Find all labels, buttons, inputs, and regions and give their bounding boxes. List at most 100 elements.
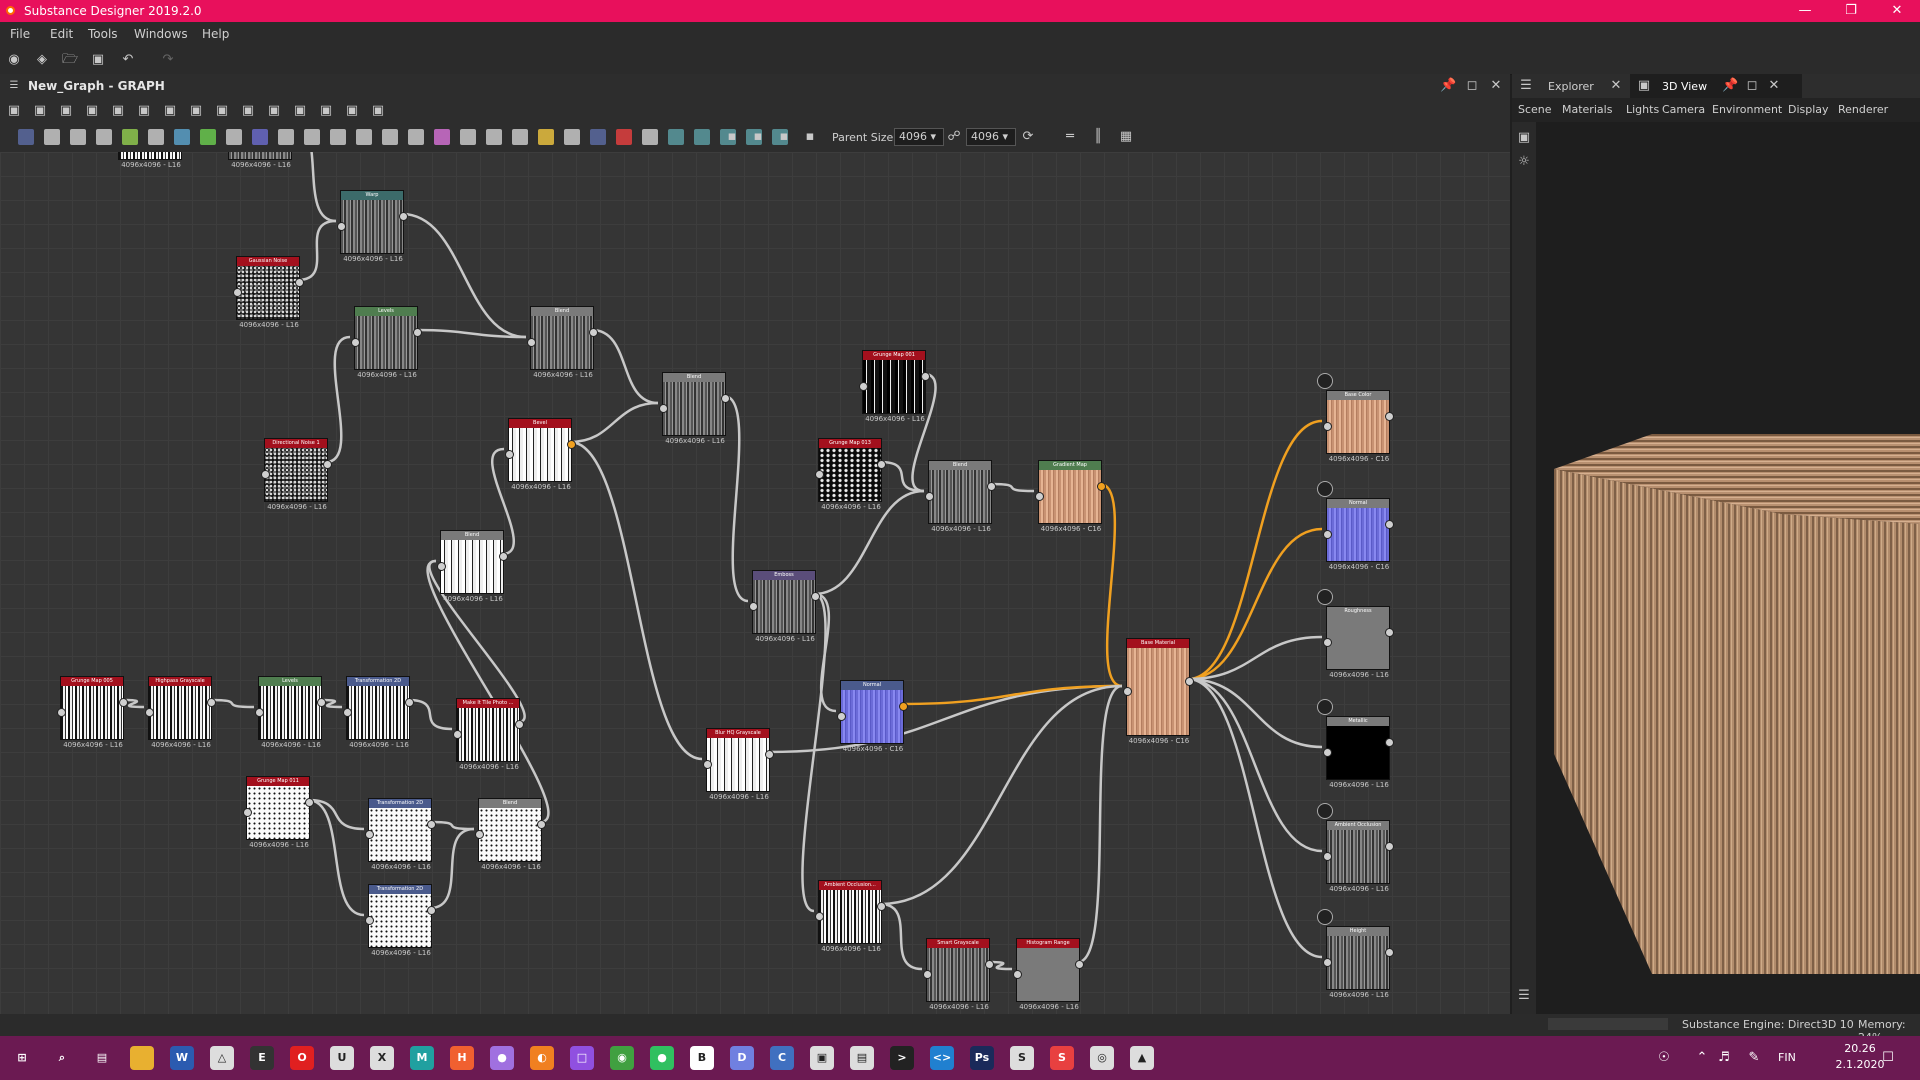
atomic-node-icon[interactable] [434,129,450,145]
atomic-node-icon[interactable] [538,129,554,145]
input-port[interactable] [243,808,252,817]
atomic-node-icon[interactable] [18,129,34,145]
restore-icon[interactable]: ❐ [1845,3,1857,18]
align-icon[interactable]: ═ [1066,129,1074,144]
atomic-node-icon[interactable] [70,129,86,145]
pin-icon[interactable]: ▪ [753,129,763,144]
atomic-node-icon[interactable] [772,129,788,145]
output-port[interactable] [515,720,524,729]
connection-wire[interactable] [879,460,925,493]
connection-wire[interactable] [209,698,255,709]
frame-all-icon[interactable]: ▣ [7,103,21,118]
float-3d-icon[interactable]: ◻ [1746,78,1758,93]
atomic-node-icon[interactable] [616,129,632,145]
connection-wire[interactable] [428,559,526,724]
output-port[interactable] [589,328,598,337]
terminal-icon[interactable]: > [890,1046,914,1070]
connection-wire[interactable] [407,698,453,731]
graph-menu-icon[interactable]: ☰ [9,80,19,91]
output-port[interactable] [413,328,422,337]
input-port[interactable] [659,404,668,413]
atomic-node-icon[interactable] [278,129,294,145]
clock-time[interactable]: 20.26 [1844,1042,1876,1055]
output-port[interactable] [765,750,774,759]
input-port[interactable] [1123,687,1132,696]
output-port[interactable] [877,902,886,911]
notifications-icon[interactable]: ☐ [1882,1050,1894,1065]
atomic-node-icon[interactable] [408,129,424,145]
snap-icon[interactable]: ▣ [267,103,281,118]
menu-environment[interactable]: Environment [1712,103,1783,116]
pivot-icon[interactable]: ▣ [215,103,229,118]
input-port[interactable] [505,450,514,459]
connection-wire[interactable] [307,798,365,917]
new-package-icon[interactable]: ◉ [8,52,20,67]
atomic-node-icon[interactable] [512,129,528,145]
output-port[interactable] [1385,520,1394,529]
output-port[interactable] [567,440,576,449]
screenshot-icon[interactable]: ▣ [59,103,73,118]
file-explorer-icon[interactable] [130,1046,154,1070]
atomic-node-icon[interactable] [304,129,320,145]
input-port[interactable] [1323,530,1332,539]
input-port[interactable] [1323,638,1332,647]
connection-wire[interactable] [491,447,515,556]
input-port[interactable] [57,708,66,717]
minimize-icon[interactable]: — [1798,3,1812,18]
epic-icon[interactable]: E [250,1046,274,1070]
output-port[interactable] [1385,628,1394,637]
connection-wire[interactable] [121,698,145,709]
input-port[interactable] [453,730,462,739]
crop-icon[interactable]: ▣ [371,103,385,118]
output-port[interactable] [1097,482,1106,491]
atomic-node-icon[interactable] [44,129,60,145]
graph-options-icon[interactable]: ▣ [163,103,177,118]
output-port[interactable] [399,212,408,221]
input-port[interactable] [255,708,264,717]
connection-wire[interactable] [1187,677,1323,853]
float-panel-icon[interactable]: ◻ [1466,78,1478,93]
atomic-node-icon[interactable] [564,129,580,145]
input-port[interactable] [1035,492,1044,501]
output-port[interactable] [295,278,304,287]
input-port[interactable] [1013,970,1022,979]
flip-icon[interactable]: ▣ [293,103,307,118]
open-folder-icon[interactable]: 🗁 [62,52,79,67]
menu-camera[interactable]: Camera [1662,103,1706,116]
output-port[interactable] [877,460,886,469]
output-port[interactable] [323,460,332,469]
atomic-node-icon[interactable] [96,129,112,145]
task-view-icon[interactable]: ▤ [96,1051,108,1064]
atomic-node-icon[interactable] [148,129,164,145]
pivot-icon[interactable]: ▪ [805,129,815,144]
output-port[interactable] [899,702,908,711]
input-port[interactable] [837,712,846,721]
language-indicator[interactable]: FIN [1778,1051,1796,1064]
menu-file[interactable]: File [10,27,31,41]
atomic-node-icon[interactable] [642,129,658,145]
input-port[interactable] [475,830,484,839]
connection-wire[interactable] [429,827,475,910]
connection-wire[interactable] [319,698,343,709]
connection-wire[interactable] [989,482,1035,493]
connection-wire[interactable] [569,440,703,761]
connection-wire[interactable] [1187,677,1323,749]
atomic-node-icon[interactable] [694,129,710,145]
unreal-icon[interactable]: △ [210,1046,234,1070]
output-port[interactable] [1385,412,1394,421]
input-port[interactable] [261,470,270,479]
input-port[interactable] [233,288,242,297]
undo-icon[interactable]: ↶ [122,52,134,67]
new-graph-icon[interactable]: ◈ [37,52,47,67]
